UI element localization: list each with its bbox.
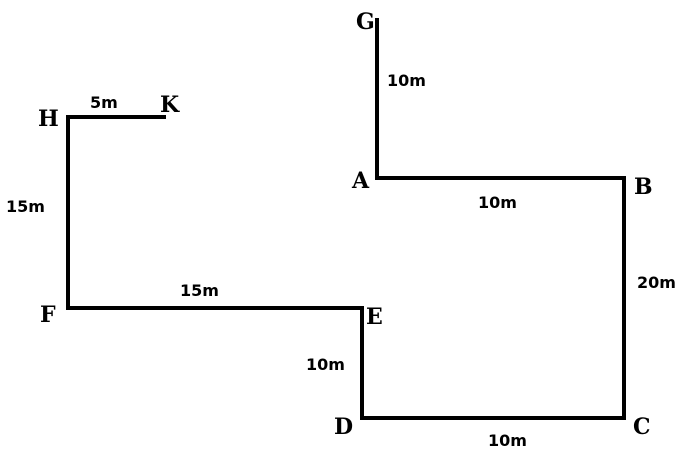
length-label-a-b: 10m <box>478 193 517 212</box>
point-label-e: E <box>366 304 383 330</box>
length-label-c-d: 10m <box>488 431 527 450</box>
length-label-h-k: 5m <box>90 93 118 112</box>
length-label-e-f: 15m <box>180 281 219 300</box>
point-label-c: C <box>633 414 651 440</box>
length-label-b-c: 20m <box>637 273 676 292</box>
point-label-h: H <box>38 106 59 132</box>
point-label-g: G <box>356 9 375 35</box>
point-label-d: D <box>334 414 353 440</box>
length-label-d-e: 10m <box>306 355 345 374</box>
point-label-b: B <box>634 174 653 200</box>
point-label-a: A <box>351 168 370 194</box>
point-label-k: K <box>160 92 180 118</box>
length-label-f-h: 15m <box>6 197 45 216</box>
point-label-f: F <box>40 302 56 328</box>
length-label-g-a: 10m <box>387 71 426 90</box>
